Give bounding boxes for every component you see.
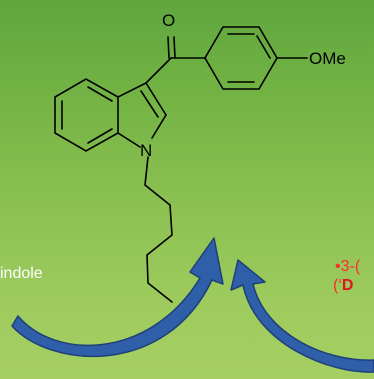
left-edge-label: indole [0,265,43,282]
indole-c3-c3a-bond [117,82,147,98]
indole-c2-c3-double-bond [140,90,159,118]
indole-c2-n-bond [151,114,167,139]
aryl-inner-bond [256,35,271,59]
indole-n-c7a-bond [117,132,141,148]
indole-inner-bond [87,86,113,102]
indole-c3-c2-bond [145,82,167,116]
nitrogen-atom-label: N [140,141,152,160]
left-curved-arrow-icon [11,237,224,358]
carbonyl-double-bond [167,36,170,59]
carbonyl-indole-bond [145,57,172,84]
indole-inner-bond [87,128,113,144]
right-edge-paren-text: (‘D [333,277,353,294]
pentyl-chain [144,156,173,303]
methoxy-label: OMe [309,49,346,68]
bond-lines [54,26,308,303]
right-edge-bold-letter: D [342,277,354,294]
carbonyl-bond [173,36,176,59]
right-curved-arrow-icon [230,259,374,373]
aryl-ring [204,26,278,90]
oxygen-atom-label: O [162,11,175,30]
right-edge-bullet-text: •3-( [335,258,361,275]
right-edge-paren: (‘ [333,277,342,294]
indole-benzene-ring [54,78,119,152]
